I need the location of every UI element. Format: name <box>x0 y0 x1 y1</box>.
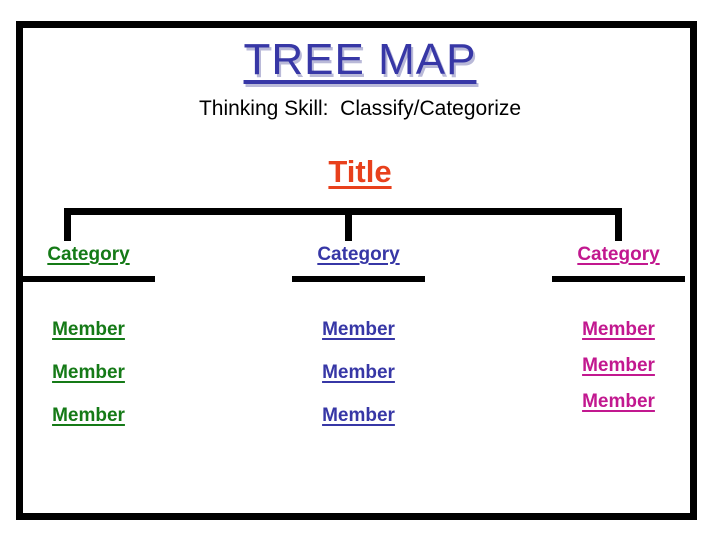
member-list-2: Member Member Member <box>292 320 425 425</box>
category-divider-bar-1 <box>22 276 155 282</box>
member-item: Member <box>52 362 125 383</box>
tree-connector-drop-center <box>345 208 352 241</box>
category-label-3: Category <box>577 244 660 265</box>
tree-root-title: Title <box>328 154 392 189</box>
member-item: Member <box>52 319 125 340</box>
tree-connector-drop-left <box>64 208 71 241</box>
category-divider-bar-3 <box>552 276 685 282</box>
member-item: Member <box>582 355 655 376</box>
category-label-1: Category <box>47 244 130 265</box>
category-label-2: Category <box>317 244 400 265</box>
tree-branch-column-3: Category Member Member Member <box>552 245 685 428</box>
tree-branch-column-1: Category Member Member Member <box>22 245 155 449</box>
member-item: Member <box>582 319 655 340</box>
thinking-skill-subtitle: Thinking Skill: Classify/Categorize <box>198 97 522 120</box>
member-item: Member <box>582 391 655 412</box>
member-item: Member <box>322 362 395 383</box>
member-list-1: Member Member Member <box>22 320 155 425</box>
member-item: Member <box>322 405 395 426</box>
member-item: Member <box>52 405 125 426</box>
category-divider-bar-2 <box>292 276 425 282</box>
tree-connector-drop-right <box>615 208 622 241</box>
page-title: TREE MAP <box>243 35 477 84</box>
tree-branch-column-2: Category Member Member Member <box>292 245 425 449</box>
member-list-3: Member Member Member <box>552 320 685 411</box>
tree-branch-columns: Category Member Member Member Category M… <box>22 245 685 485</box>
member-item: Member <box>322 319 395 340</box>
slide-border-frame <box>16 21 697 520</box>
tree-connector-horizontal-bar <box>64 208 622 215</box>
